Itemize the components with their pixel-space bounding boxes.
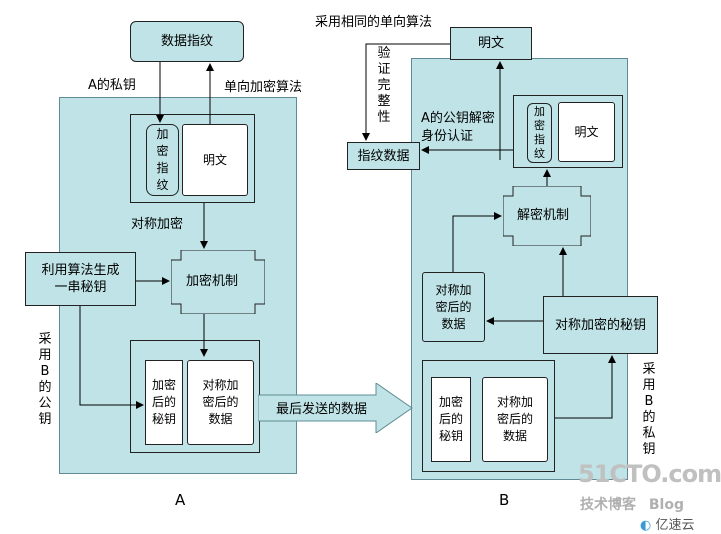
- label-a-public-key-text: A的公钥解密身份认证: [421, 111, 495, 144]
- encrypt-mechanism-label: 加密机制: [186, 274, 239, 289]
- watermark-brand-text: 亿速云: [655, 518, 695, 533]
- watermark-sub2: Blog: [648, 497, 684, 513]
- label-a-public-key: A的公钥解密身份认证: [421, 110, 499, 146]
- watermark-sub: 技术博客 Blog: [580, 494, 684, 514]
- watermark-sub1: 技术博客: [580, 497, 636, 513]
- decrypt-mechanism-label: 解密机制: [517, 208, 570, 223]
- final-data-label: 最后发送的数据: [276, 402, 368, 417]
- label-use-b-private-key: 采用B的私钥: [642, 362, 656, 457]
- label-use-b-public-key: 采用B的公钥: [38, 332, 52, 427]
- right-encrypted-key-label: 加密后的秘钥: [438, 395, 463, 443]
- arrow-data-to-decrypt: [452, 212, 502, 272]
- watermark-brand: ◐ 亿速云: [640, 514, 695, 533]
- label-symmetric-encrypt: 对称加密: [131, 217, 184, 232]
- received-package-group: [422, 360, 555, 472]
- label-b: B: [499, 491, 510, 509]
- right-encrypted-fingerprint-label: 加密指纹: [534, 105, 545, 160]
- label-a-private-key: A的私钥: [88, 78, 136, 93]
- right-encrypted-key-doc: 加密后的秘钥: [431, 377, 471, 462]
- right-encrypted-fingerprint-doc: 加密指纹: [527, 103, 552, 163]
- signed-plaintext-group: [130, 114, 255, 203]
- yisu-logo-icon: ◐: [640, 518, 652, 533]
- arrow-same-hash: [362, 43, 450, 141]
- arrow-received-to-key: [555, 355, 616, 419]
- label-one-way-hash: 单向加密算法: [224, 80, 303, 95]
- encrypted-fingerprint-doc: 加密指纹: [146, 124, 179, 196]
- label-same-hash: 采用相同的单向算法: [315, 15, 433, 30]
- arrow-key-to-encrypted-key: [79, 306, 144, 409]
- right-symmetric-data-doc: 对称加密后的数据: [422, 272, 485, 342]
- right-symmetric-data-doc-2: 对称加密后的数据: [482, 377, 548, 462]
- right-plaintext-label: 明文: [574, 124, 599, 139]
- send-arrow: [258, 383, 413, 433]
- generate-key-label: 利用算法生成一串秘钥: [41, 263, 120, 295]
- right-symmetric-data-label: 对称加密后的数据: [435, 282, 472, 331]
- right-plaintext-box: 明文: [450, 27, 532, 60]
- right-symmetric-data-label-2: 对称加密后的数据: [496, 395, 533, 443]
- data-fingerprint-box: 数据指纹: [130, 21, 244, 62]
- plaintext-label: 明文: [202, 152, 227, 167]
- watermark-site: 51CTO.com: [578, 460, 721, 488]
- symmetric-data-label: 对称加密后的数据: [202, 378, 239, 426]
- label-verify-integrity: 验证完整性: [377, 46, 391, 125]
- generate-key-box: 利用算法生成一串秘钥: [25, 252, 136, 306]
- plaintext-doc: 明文: [182, 124, 248, 196]
- symmetric-key-box: 对称加密的秘钥: [543, 296, 658, 354]
- label-a: A: [175, 491, 186, 509]
- watermark-51cto: 51CTO.com: [578, 460, 721, 488]
- encrypt-mechanism-shape: [171, 250, 265, 314]
- right-plaintext-doc: 明文: [558, 102, 615, 162]
- symmetric-data-doc: 对称加密后的数据: [187, 360, 254, 445]
- encrypted-key-doc: 加密后的秘钥: [145, 360, 183, 445]
- fingerprint-data-box: 指纹数据: [347, 142, 420, 170]
- decrypt-mechanism-shape: [503, 186, 591, 246]
- decrypted-group: [513, 95, 623, 168]
- encrypted-key-label: 加密后的秘钥: [151, 378, 176, 426]
- encrypted-fingerprint-label: 加密指纹: [156, 127, 169, 192]
